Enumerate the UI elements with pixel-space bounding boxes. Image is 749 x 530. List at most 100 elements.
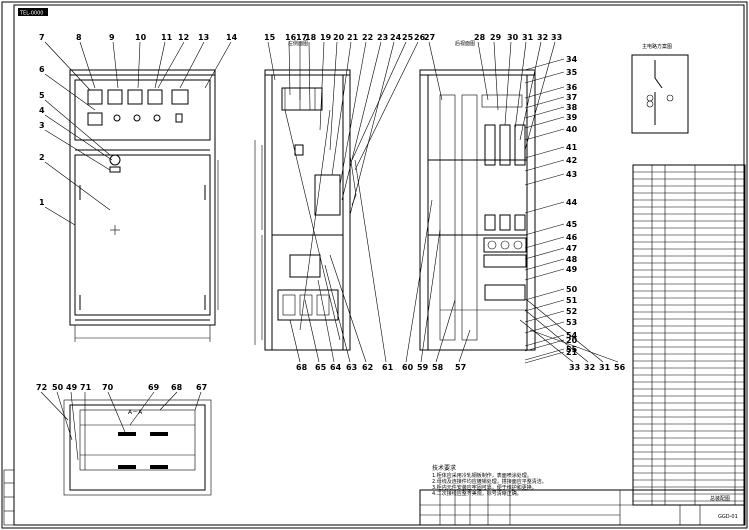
callout-number: 55 [566, 345, 578, 354]
callout-number: 56 [614, 363, 626, 372]
side-view: 左侧面图 [254, 40, 357, 351]
callout-number: 52 [566, 307, 577, 316]
callout-number: 58 [432, 363, 444, 372]
leader-line [524, 106, 565, 119]
notes-title: 技术要求 [432, 464, 456, 472]
callout-number: 71 [80, 383, 92, 392]
leader-line [524, 116, 565, 129]
callout-number: 46 [566, 233, 578, 242]
leader-line [524, 288, 565, 301]
leader-line [524, 348, 565, 361]
callout-number: 60 [402, 363, 414, 372]
leader-line [524, 223, 565, 236]
leader-line [524, 247, 565, 260]
callout-number: 31 [522, 33, 534, 42]
leader-line [524, 236, 565, 249]
parts-table [632, 164, 746, 506]
callout-number: 32 [537, 33, 548, 42]
section-label: A－A [128, 409, 143, 416]
technical-notes: 技术要求 1.柜体应采用冷轧钢板制作，表面喷涂处理。 2.母线及连接件均应镀锡处… [432, 464, 547, 497]
margin-strip [3, 469, 15, 526]
callout-number: 27 [424, 33, 435, 42]
callout-number: 65 [315, 363, 327, 372]
callout-number: 5 [39, 91, 45, 100]
callout-number: 28 [474, 33, 486, 42]
note-line: 1.柜体应采用冷轧钢板制作，表面喷涂处理。 [432, 472, 532, 479]
leader-line [524, 159, 565, 172]
callout-number: 36 [566, 83, 578, 92]
leader-line [524, 71, 565, 84]
title-block: 总装配图 GGD-01 [419, 489, 746, 526]
callout-number: 49 [66, 383, 78, 392]
callout-number: 8 [76, 33, 82, 42]
leader-line [524, 96, 565, 109]
callout-number: 68 [171, 383, 183, 392]
leader-line [524, 321, 565, 334]
drawing-tag: TEL-0000 [19, 11, 43, 17]
callout-number: 34 [566, 55, 578, 64]
callout-number: 9 [109, 33, 115, 42]
callout-number: 68 [296, 363, 308, 372]
callout-number: 59 [417, 363, 429, 372]
leader-line [524, 201, 565, 214]
leader-line [524, 128, 565, 141]
callout-number: 29 [490, 33, 502, 42]
callout-number: 33 [569, 363, 580, 372]
callout-number: 72 [36, 383, 47, 392]
callout-number: 33 [551, 33, 562, 42]
callout-number: 50 [566, 285, 578, 294]
callout-number: 20 [566, 336, 578, 345]
callout-number: 70 [102, 383, 114, 392]
callout-number: 11 [161, 33, 173, 42]
inner-border [13, 4, 745, 526]
callout-number: 35 [566, 68, 578, 77]
front-view [69, 69, 219, 342]
callout-number: 43 [566, 170, 577, 179]
callout-number: 38 [566, 103, 578, 112]
scheme-title: 主电路方案图 [642, 43, 672, 50]
callout-number: 18 [305, 33, 317, 42]
callout-number: 51 [566, 296, 578, 305]
callout-number: 4 [39, 106, 45, 115]
callout-number: 7 [39, 33, 45, 42]
callout-number: 50 [52, 383, 64, 392]
callout-number: 20 [333, 33, 345, 42]
callout-number: 48 [566, 255, 578, 264]
callout-number: 47 [566, 244, 577, 253]
callout-number: 10 [135, 33, 147, 42]
callout-number: 42 [566, 156, 577, 165]
callout-number: 45 [566, 220, 578, 229]
note-line: 3.柜内元件安装应牢固可靠，便于维护和更换。 [432, 484, 537, 491]
callout-number: 53 [566, 318, 577, 327]
leader-line [524, 299, 565, 312]
callout-number: 49 [566, 265, 578, 274]
note-line: 2.母线及连接件均应镀锡处理，搭接面应平整清洁。 [432, 478, 547, 485]
drawing-number: GGD-01 [718, 514, 738, 520]
callout-number: 13 [198, 33, 209, 42]
callout-number: 24 [390, 33, 402, 42]
callout-number: 12 [178, 33, 189, 42]
leader-line [524, 351, 565, 364]
callout-number: 17 [296, 33, 307, 42]
callout-number: 21 [347, 33, 359, 42]
side-view-title: 左侧面图 [288, 40, 308, 47]
callout-number: 21 [566, 348, 578, 357]
callout-number: 44 [566, 198, 578, 207]
callout-number: 14 [226, 33, 238, 42]
callout-number: 25 [402, 33, 414, 42]
note-line: 4.二次接线应整齐美观，标号清晰正确。 [432, 490, 522, 497]
callout-number: 23 [377, 33, 388, 42]
callout-number: 67 [196, 383, 207, 392]
callout-number: 62 [362, 363, 373, 372]
callout-number: 54 [566, 331, 578, 340]
rear-view: 后视面图 [419, 40, 536, 351]
scheme-diagram: 主电路方案图 [631, 43, 689, 134]
drawing-name: 总装配图 [710, 495, 730, 502]
leader-line [524, 258, 565, 271]
leader-line [524, 339, 565, 352]
callout-number: 64 [330, 363, 342, 372]
callout-number: 32 [584, 363, 595, 372]
